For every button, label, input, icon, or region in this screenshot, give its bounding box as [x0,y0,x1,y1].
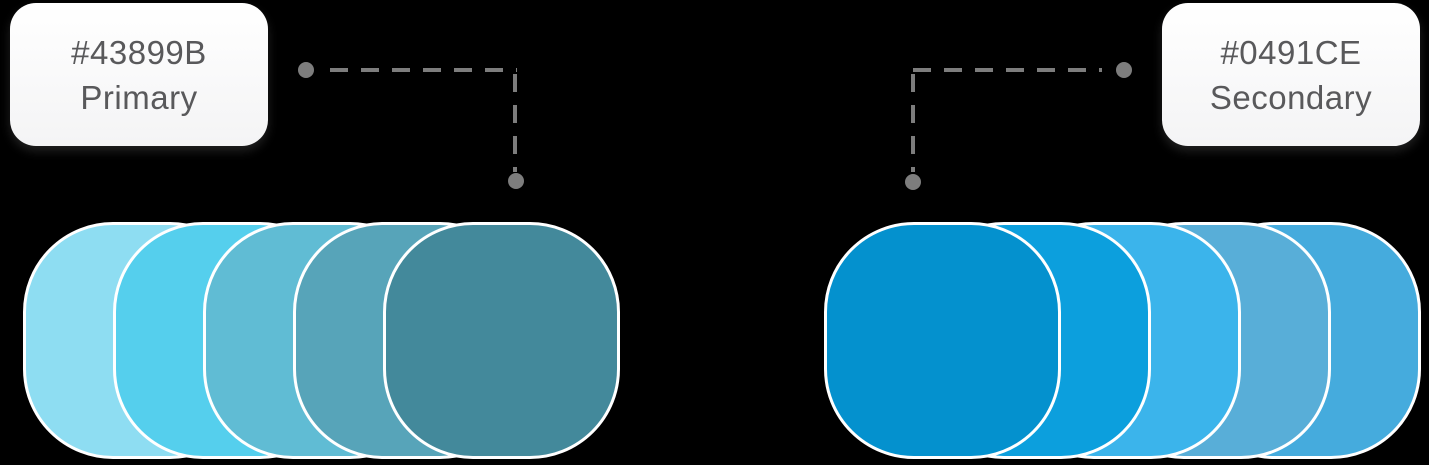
primary-name-text: Primary [80,78,198,116]
primary-hex-text: #43899B [71,33,207,71]
primary-connector-vertical-line [513,74,517,172]
secondary-connector-start-dot [1116,62,1132,78]
secondary-hex-text: #0491CE [1220,33,1362,71]
secondary-connector-vertical-line [911,74,915,172]
primary-connector-end-dot [508,173,524,189]
secondary-connector-end-dot [905,174,921,190]
secondary-connector-horizontal-line [913,68,1102,72]
primary-connector-horizontal-line [330,68,517,72]
secondary-label-card: #0491CE Secondary [1162,3,1420,146]
primary-label-card: #43899B Primary [10,3,268,146]
secondary-name-text: Secondary [1209,78,1373,116]
primary-swatch-5-base [383,222,620,459]
secondary-swatch-1-base [824,222,1061,459]
primary-connector-start-dot [298,62,314,78]
